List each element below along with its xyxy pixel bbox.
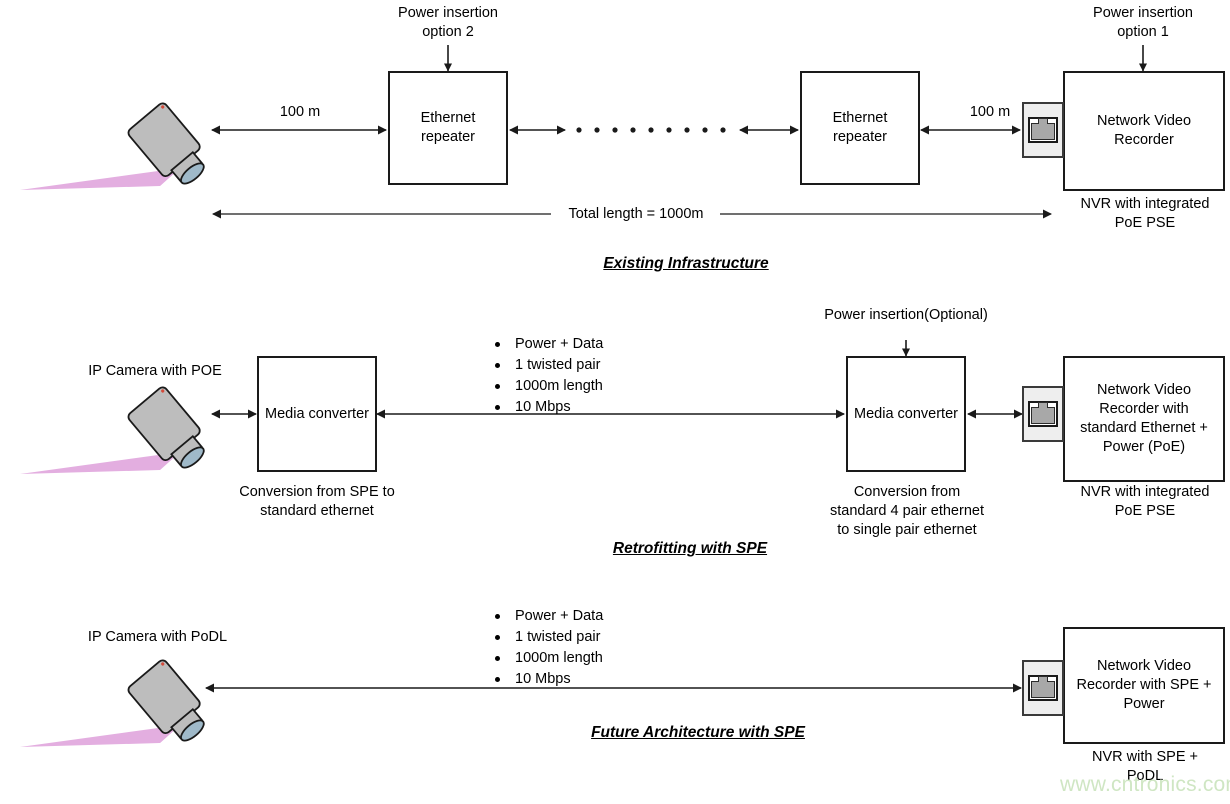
link-specs-row2: Power + Data 1 twisted pair 1000m length…: [478, 334, 603, 418]
site-watermark: www.cntronics.com: [1060, 773, 1230, 796]
nvr-row1-label: Network Video Recorder: [1096, 113, 1192, 148]
section-title-retrofitting-with-spe: Retrofitting with SPE: [612, 540, 768, 557]
media-converter-left-caption: Conversion from SPE to standard ethernet: [239, 484, 395, 519]
ethernet-repeater-right-label: Ethernet repeater: [832, 110, 888, 145]
rj45-plug-shape: [1031, 402, 1055, 424]
nvr-caption-row2: NVR with integrated PoE PSE: [1080, 484, 1210, 519]
link-spec-item: 1 twisted pair: [495, 627, 603, 648]
ip-camera-icon-row3: [20, 659, 205, 747]
rj45-inner-frame: [1028, 675, 1058, 701]
link-spec-item: 1 twisted pair: [495, 355, 603, 376]
rj45-jack-icon-row2: [1022, 386, 1064, 442]
rj45-jack-icon-row1: [1022, 102, 1064, 158]
rj45-jack-icon-row3: [1022, 660, 1064, 716]
nvr-row1[interactable]: Network Video Recorder: [1063, 71, 1225, 191]
ethernet-repeater-left[interactable]: Ethernet repeater: [388, 71, 508, 185]
link-specs-row3: Power + Data 1 twisted pair 1000m length…: [478, 606, 603, 690]
section-title-future-architecture-with-spe: Future Architecture with SPE: [591, 724, 805, 741]
media-converter-right[interactable]: Media converter: [846, 356, 966, 472]
span-label-left-row1: 100 m: [279, 104, 321, 120]
link-spec-item: 1000m length: [495, 648, 603, 669]
nvr-caption-row1: NVR with integrated PoE PSE: [1080, 196, 1210, 231]
rj45-inner-frame: [1028, 401, 1058, 427]
camera-label-row2: IP Camera with POE: [88, 363, 222, 379]
ip-camera-icon-row2: [20, 386, 205, 474]
power-insertion-option-1-label: Power insertion option 1: [1093, 5, 1193, 40]
rj45-plug-shape: [1031, 676, 1055, 698]
nvr-row3-label: Network Video Recorder with SPE + Power: [1076, 658, 1212, 712]
link-spec-item: 1000m length: [495, 376, 603, 397]
link-spec-item: 10 Mbps: [495, 397, 603, 418]
nvr-row2[interactable]: Network Video Recorder with standard Eth…: [1063, 356, 1225, 482]
rj45-inner-frame: [1028, 117, 1058, 143]
section-title-existing-infrastructure: Existing Infrastructure: [603, 255, 769, 272]
media-converter-right-label: Media converter: [854, 405, 958, 422]
power-insertion-option-2-label: Power insertion option 2: [398, 5, 498, 40]
ip-camera-icon-row1: [20, 102, 205, 190]
nvr-row2-label: Network Video Recorder with standard Eth…: [1080, 382, 1208, 455]
nvr-row3[interactable]: Network Video Recorder with SPE + Power: [1063, 627, 1225, 744]
ethernet-repeater-right[interactable]: Ethernet repeater: [800, 71, 920, 185]
power-insertion-optional-label: Power insertion(Optional): [824, 307, 988, 323]
link-specs-row2-list: Power + Data 1 twisted pair 1000m length…: [478, 334, 603, 418]
media-converter-left-label: Media converter: [265, 405, 369, 422]
total-length-label: Total length = 1000m: [568, 206, 704, 222]
link-specs-row3-list: Power + Data 1 twisted pair 1000m length…: [478, 606, 603, 690]
media-converter-left[interactable]: Media converter: [257, 356, 377, 472]
nvr-caption-row3: NVR with SPE + PoDL: [1092, 749, 1198, 784]
media-converter-right-caption: Conversion from standard 4 pair ethernet…: [830, 484, 984, 538]
span-label-right-row1: 100 m: [969, 104, 1011, 120]
link-spec-item: 10 Mbps: [495, 669, 603, 690]
link-spec-item: Power + Data: [495, 606, 603, 627]
camera-label-row3: IP Camera with PoDL: [87, 629, 228, 645]
link-spec-item: Power + Data: [495, 334, 603, 355]
ethernet-repeater-left-label: Ethernet repeater: [420, 110, 476, 145]
rj45-plug-shape: [1031, 118, 1055, 140]
